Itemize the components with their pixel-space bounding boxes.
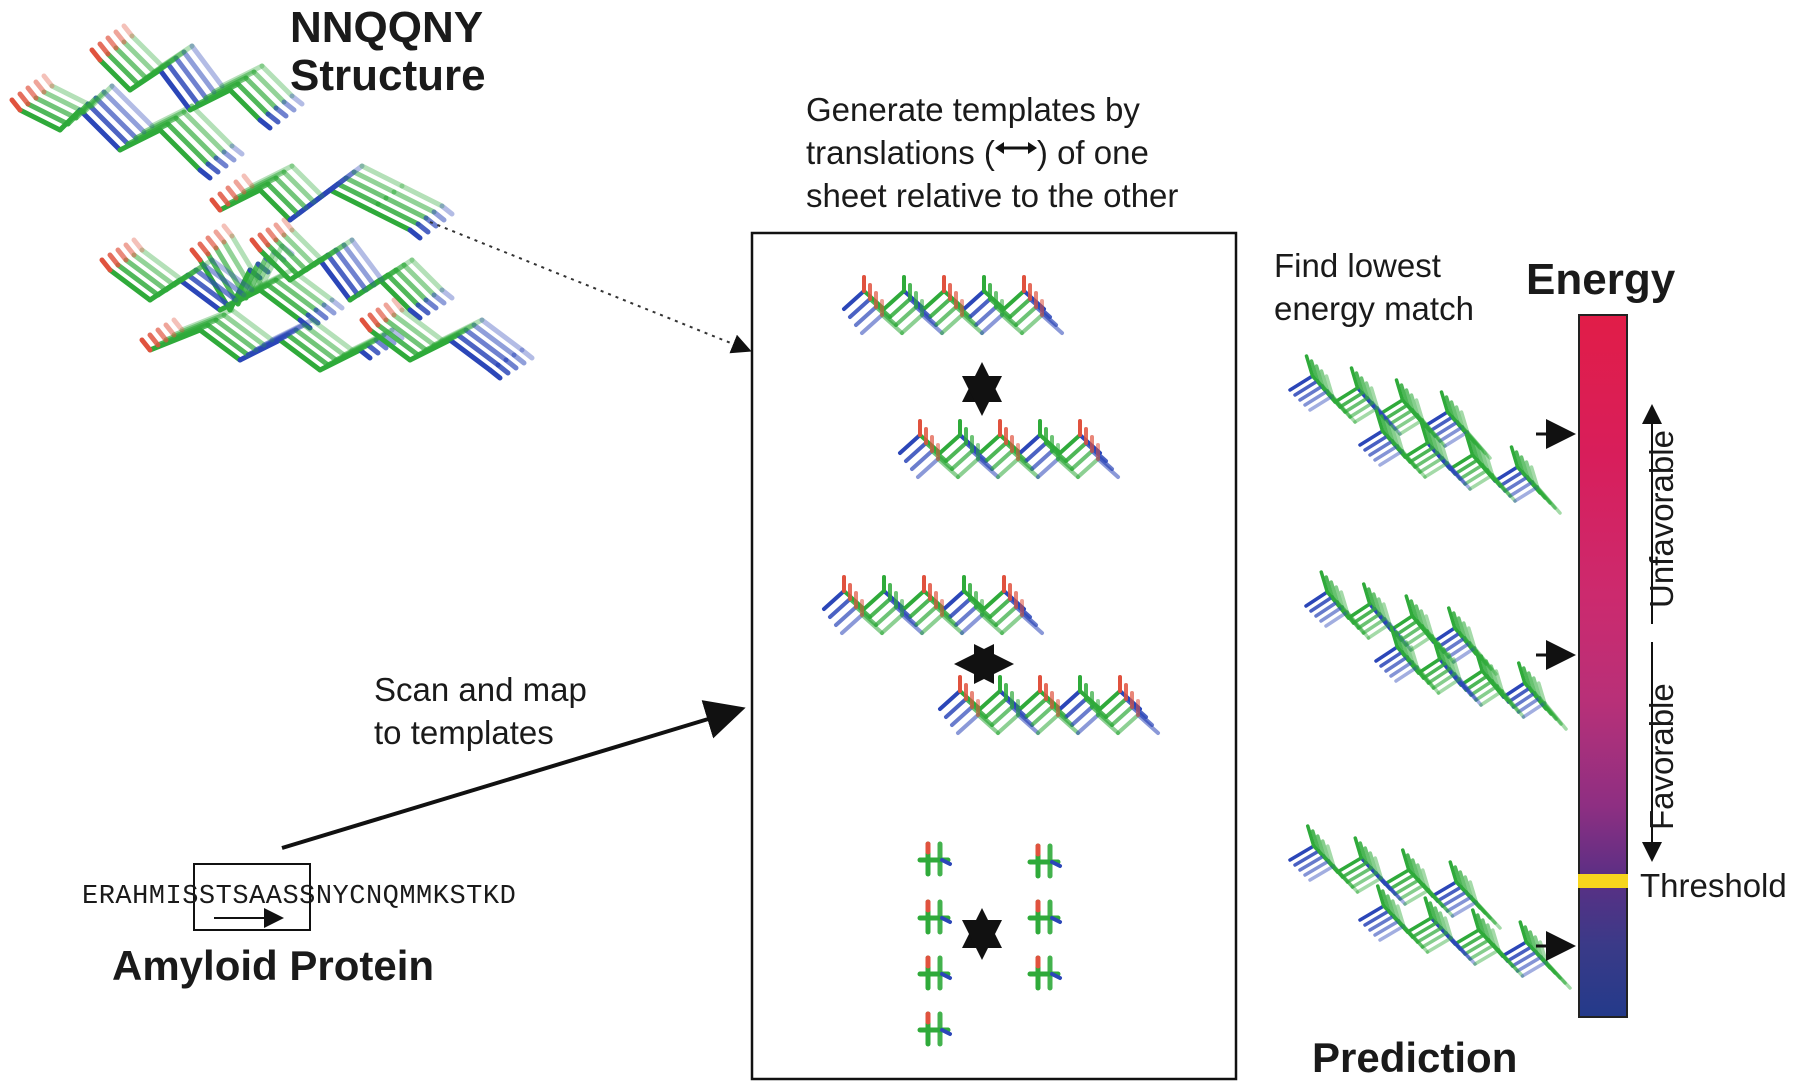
find-caption: Find lowest energy match (1274, 244, 1474, 330)
find-caption-line1: Find lowest (1274, 247, 1441, 284)
favorable-label: Favorable (1643, 683, 1680, 830)
templates-caption-line1: Generate templates by (806, 91, 1140, 128)
nnqqny-title-line1: NNQQNY (290, 3, 484, 52)
template-1-lower-sheet (898, 419, 1120, 479)
threshold-marker (1578, 874, 1628, 888)
prediction-label: Prediction (1312, 1034, 1518, 1081)
nnqqny-structure-upper (9, 23, 455, 313)
nnqqny-structure-lower (99, 217, 535, 381)
template-2-lower-sheet (938, 675, 1160, 735)
threshold-label: Threshold (1640, 867, 1787, 904)
sequence-boxed-segment: SSTSAA (182, 882, 283, 912)
energy-title: Energy (1526, 255, 1676, 304)
scan-arrow (281, 700, 746, 850)
templates-caption-line2-post: ) of one (1036, 134, 1149, 171)
templates-caption-line3: sheet relative to the other (806, 177, 1179, 214)
scan-caption-line2: to templates (374, 714, 554, 751)
sequence-prefix: ERAHMI (82, 882, 183, 912)
double-arrow-icon (994, 123, 1037, 166)
prediction-structure-3 (1288, 824, 1572, 990)
find-caption-line2: energy match (1274, 290, 1474, 327)
templates-caption: Generate templates by translations ( ) o… (806, 88, 1178, 217)
template-3-left-stack (917, 841, 952, 1047)
prediction-structure-1 (1288, 354, 1562, 515)
template-2-upper-sheet (822, 575, 1044, 635)
templates-caption-line2: translations ( ) of one (806, 131, 1178, 174)
nnqqny-title-line2: Structure (290, 51, 486, 100)
energy-gradient-bar (1578, 314, 1628, 1018)
templates-box (750, 231, 1238, 1081)
sequence-window-box (193, 863, 311, 931)
nnqqny-title: NNQQNY Structure (290, 4, 486, 100)
scan-caption: Scan and map to templates (374, 668, 587, 754)
template-3-right-stack (1027, 843, 1062, 991)
amyloid-protein-label: Amyloid Protein (112, 942, 435, 989)
unfavorable-label: Unfavorable (1643, 430, 1680, 608)
sequence-suffix: SSNYCNQMMKSTKD (282, 882, 517, 912)
template-1-upper-sheet (842, 275, 1064, 335)
dotted-connector-arrow (429, 221, 752, 354)
prediction-structure-2 (1304, 570, 1568, 731)
amyloid-sequence: ERAHMISSTSAASSNYCNQMMKSTKD (82, 882, 516, 912)
scan-caption-line1: Scan and map (374, 671, 587, 708)
templates-caption-line2-pre: translations ( (806, 134, 995, 171)
